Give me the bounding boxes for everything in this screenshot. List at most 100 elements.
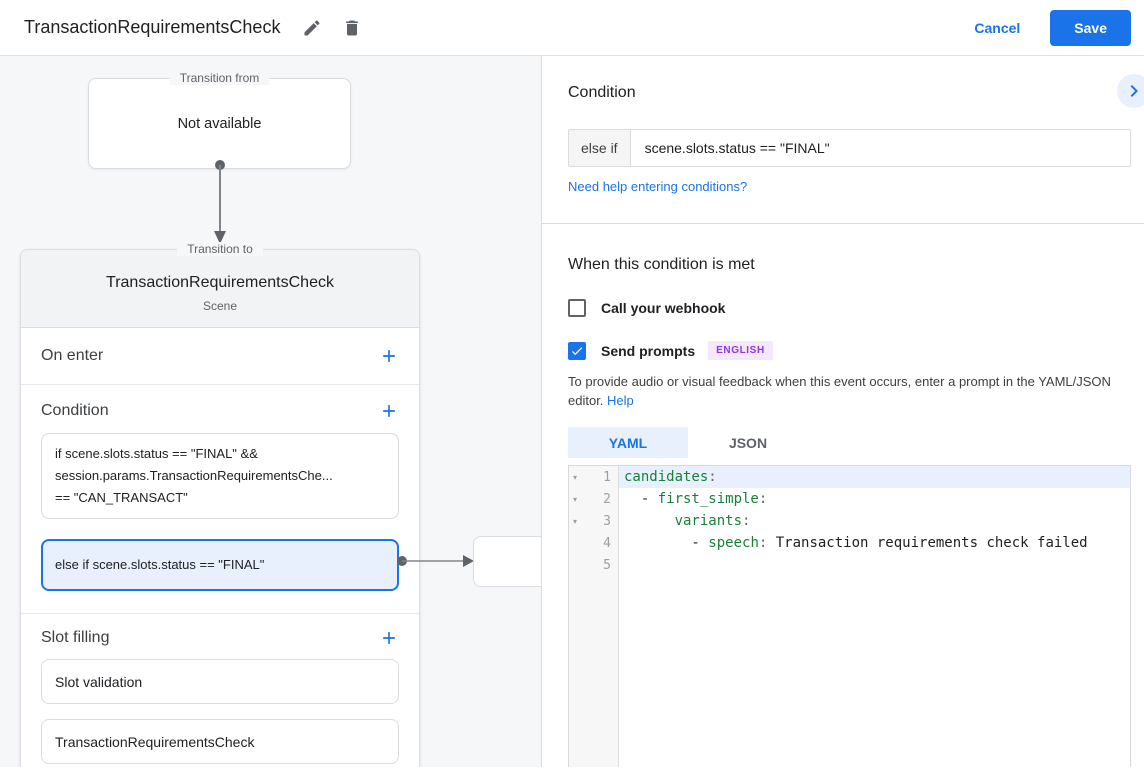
prompt-description: To provide audio or visual feedback when… bbox=[568, 372, 1113, 410]
scene-card-title: TransactionRequirementsCheck bbox=[106, 274, 334, 291]
code-token-plain: Transaction requirements check failed bbox=[775, 535, 1088, 551]
tab-yaml[interactable]: YAML bbox=[568, 427, 688, 458]
chevron-right-icon bbox=[1130, 85, 1138, 97]
plus-icon bbox=[383, 350, 395, 362]
scene-card-subtitle: Scene bbox=[202, 299, 238, 313]
code-token-punct: : bbox=[742, 513, 751, 529]
trash-icon bbox=[346, 20, 359, 35]
save-button[interactable]: Save bbox=[1050, 9, 1131, 46]
main-area: Transition from Not available Transition… bbox=[0, 56, 1144, 767]
on-enter-label: On enter bbox=[41, 347, 104, 364]
code-token-key: candidates bbox=[624, 469, 709, 485]
add-condition-button[interactable] bbox=[379, 401, 399, 421]
code-line[interactable]: variants: bbox=[619, 510, 1130, 532]
gutter-row: ▾1 bbox=[569, 466, 618, 488]
transition-from-content: Not available bbox=[177, 115, 262, 132]
code-token-plain bbox=[624, 513, 675, 529]
webhook-label[interactable]: Call your webhook bbox=[601, 300, 726, 316]
code-line[interactable]: - first_simple: bbox=[619, 488, 1130, 510]
gutter-row: 4 bbox=[569, 532, 618, 554]
send-prompts-label[interactable]: Send prompts bbox=[601, 342, 696, 359]
code-token-key: variants bbox=[674, 513, 743, 529]
flow-arrow-down bbox=[214, 160, 226, 244]
line-number: 5 bbox=[603, 557, 611, 573]
condition-card-selected[interactable]: else if scene.slots.status == "FINAL" bbox=[41, 539, 399, 591]
line-number: 1 bbox=[603, 469, 611, 485]
gutter-row: ▾3 bbox=[569, 510, 618, 532]
flow-arrow-right bbox=[397, 555, 474, 567]
slot-card[interactable]: TransactionRequirementsCheck bbox=[41, 719, 399, 764]
condition-keyword-label: else if bbox=[569, 130, 631, 166]
flow-canvas: Transition from Not available Transition… bbox=[0, 56, 541, 767]
code-token-punct: : bbox=[708, 469, 717, 485]
condition-card-line: if scene.slots.status == "FINAL" && bbox=[55, 446, 258, 461]
send-prompts-checkbox[interactable] bbox=[568, 341, 586, 360]
code-token-punct: : bbox=[758, 535, 776, 551]
slot-filling-label: Slot filling bbox=[41, 629, 110, 646]
page-title: TransactionRequirementsCheck bbox=[24, 17, 281, 37]
scene-card: Transition to TransactionRequirementsChe… bbox=[20, 242, 420, 767]
panel-divider bbox=[542, 223, 1144, 224]
edit-title-button[interactable] bbox=[299, 15, 325, 41]
condition-card-line: else if scene.slots.status == "FINAL" bbox=[55, 557, 265, 572]
webhook-checkbox[interactable] bbox=[568, 299, 586, 317]
code-token-key: first_simple bbox=[657, 491, 759, 507]
code-token-key: speech bbox=[708, 535, 759, 551]
condition-section: Condition if scene.slots.status == "FINA… bbox=[21, 385, 419, 614]
add-slot-button[interactable] bbox=[379, 628, 399, 648]
panel-title: Condition bbox=[568, 84, 636, 101]
line-number: 4 bbox=[603, 535, 611, 551]
code-line[interactable]: - speech: Transaction requirements check… bbox=[619, 532, 1130, 554]
fold-arrow-icon[interactable]: ▾ bbox=[573, 516, 578, 526]
condition-card-list: if scene.slots.status == "FINAL" && sessi… bbox=[41, 433, 399, 591]
collapse-panel-button[interactable] bbox=[1117, 74, 1144, 108]
code-token-punct: : bbox=[758, 491, 768, 507]
transition-target-box[interactable] bbox=[473, 536, 541, 587]
slot-card[interactable]: Slot validation bbox=[41, 659, 399, 704]
code-line[interactable] bbox=[619, 554, 1130, 576]
delete-scene-button[interactable] bbox=[339, 15, 365, 41]
help-link[interactable]: Help bbox=[607, 393, 634, 408]
gutter-row: ▾2 bbox=[569, 488, 618, 510]
send-prompts-row: Send prompts ENGLISH bbox=[568, 341, 1131, 360]
gutter-row: 5 bbox=[569, 554, 618, 576]
fold-arrow-icon[interactable]: ▾ bbox=[573, 494, 578, 504]
code-token-plain: - bbox=[624, 535, 709, 551]
transition-from-box: Transition from Not available bbox=[88, 71, 351, 169]
plus-icon bbox=[383, 405, 395, 417]
condition-editor-panel: Condition else if Need help entering con… bbox=[541, 56, 1144, 767]
transition-from-legend: Transition from bbox=[169, 71, 270, 85]
condition-card[interactable]: if scene.slots.status == "FINAL" && sessi… bbox=[41, 433, 399, 519]
top-bar: TransactionRequirementsCheck Cancel Save bbox=[0, 0, 1144, 56]
cancel-button[interactable]: Cancel bbox=[974, 19, 1021, 36]
when-met-heading: When this condition is met bbox=[568, 256, 755, 273]
line-number: 3 bbox=[603, 513, 611, 529]
pencil-icon bbox=[304, 19, 320, 35]
editor-format-tabs: YAML JSON bbox=[568, 427, 1131, 458]
condition-help-link[interactable]: Need help entering conditions? bbox=[568, 179, 748, 194]
on-enter-section: On enter bbox=[21, 328, 419, 385]
transition-to-legend: Transition to bbox=[177, 242, 263, 256]
condition-expression-input[interactable] bbox=[630, 130, 1130, 166]
code-line-active[interactable]: candidates: bbox=[619, 466, 1130, 488]
condition-card-line: session.params.TransactionRequirementsCh… bbox=[55, 468, 333, 483]
condition-card-line: == "CAN_TRANSACT" bbox=[55, 490, 188, 505]
fold-arrow-icon[interactable]: ▾ bbox=[573, 472, 578, 482]
webhook-row: Call your webhook bbox=[568, 299, 1131, 317]
prompt-description-text: To provide audio or visual feedback when… bbox=[568, 374, 1111, 408]
condition-input-group: else if bbox=[568, 129, 1131, 167]
editor-code-area[interactable]: candidates: - first_simple: variants: - … bbox=[619, 466, 1130, 767]
tab-json[interactable]: JSON bbox=[728, 434, 768, 451]
scene-card-header[interactable]: TransactionRequirementsCheck Scene bbox=[21, 250, 419, 328]
line-number: 2 bbox=[603, 491, 611, 507]
check-icon bbox=[571, 346, 583, 355]
add-on-enter-button[interactable] bbox=[379, 346, 399, 366]
condition-section-label: Condition bbox=[41, 402, 109, 419]
plus-icon bbox=[383, 632, 395, 644]
language-badge: ENGLISH bbox=[708, 341, 773, 360]
code-token-plain: - bbox=[624, 491, 658, 507]
